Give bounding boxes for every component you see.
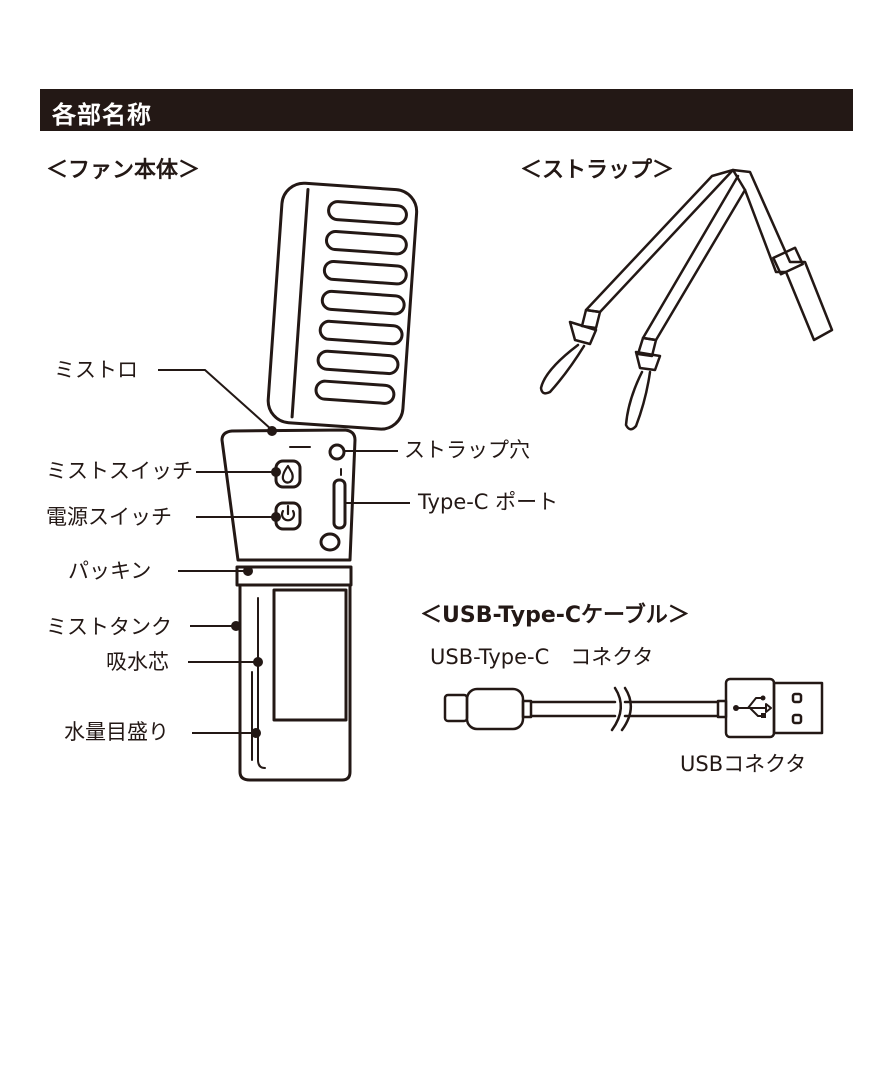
- packing-label: パッキン: [68, 559, 152, 583]
- reset-hole: [319, 532, 341, 552]
- usb-plug-tip: [772, 681, 824, 735]
- type-c-plug-body: [465, 687, 525, 731]
- page-title: 各部名称: [52, 101, 152, 129]
- strap-hole: [328, 443, 346, 461]
- type-c-port: [332, 478, 347, 530]
- type-c-plug-tip: [443, 693, 469, 723]
- fan-body-section-title: ＜ファン本体＞: [46, 158, 201, 183]
- fan-control-body: [220, 428, 357, 562]
- packing-ring: [235, 565, 353, 587]
- mist-switch-label: ミストスイッチ: [46, 459, 193, 483]
- power-switch-label: 電源スイッチ: [46, 505, 172, 529]
- water-scale-label: 水量目盛り: [64, 720, 169, 744]
- wick-label: 吸水芯: [106, 650, 169, 674]
- mist-tank: [238, 585, 352, 782]
- strap-hole-label: ストラップ穴: [404, 438, 530, 462]
- mist-outlet-label: ミストロ: [54, 358, 138, 382]
- type-c-connector-label: USB-Type-C コネクタ: [430, 645, 654, 669]
- fan-head: [266, 181, 419, 431]
- header-bar: 各部名称: [40, 89, 853, 131]
- strap-section-title: ＜ストラップ＞: [520, 158, 675, 183]
- cable-section-title: ＜USB-Type-Cケーブル＞: [420, 603, 690, 628]
- usb-connector-label: USBコネクタ: [680, 752, 807, 776]
- mist-tank-label: ミストタンク: [46, 615, 172, 639]
- type-c-port-label: Type-C ポート: [418, 490, 559, 514]
